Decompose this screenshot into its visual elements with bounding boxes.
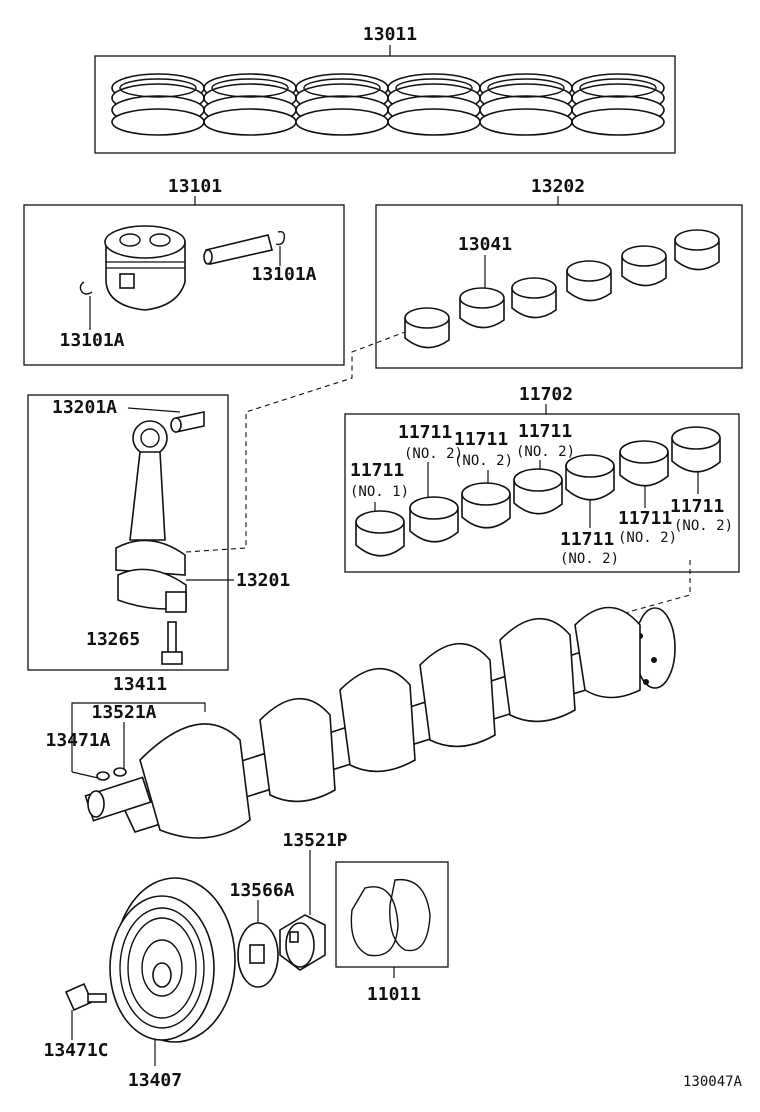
main-bearing-1[interactable]	[355, 510, 405, 557]
label-mb3[interactable]: 11711	[454, 429, 508, 450]
piston[interactable]	[104, 225, 186, 311]
main-bearing-7[interactable]	[671, 426, 721, 473]
label-mb5-sub: (NO. 2)	[560, 551, 619, 567]
main-bearing-5[interactable]	[565, 454, 615, 501]
label-mb6-sub: (NO. 2)	[618, 530, 677, 546]
label-13201A[interactable]: 13201A	[52, 397, 117, 418]
connecting-rod-group: 13201A 13201 13265	[27, 331, 406, 671]
label-13041[interactable]: 13041	[458, 234, 512, 255]
label-13201[interactable]: 13201	[236, 570, 290, 591]
piston-group: 13101 13101A 13101A	[23, 176, 345, 366]
label-mb5[interactable]: 11711	[560, 529, 614, 550]
pulley-bolt[interactable]	[64, 982, 107, 1012]
rod-bearing-1[interactable]	[404, 307, 450, 349]
label-mb6[interactable]: 11711	[618, 508, 672, 529]
label-13011[interactable]: 13011	[363, 24, 417, 45]
label-mb4-sub: (NO. 2)	[516, 444, 575, 460]
label-13521P[interactable]: 13521P	[282, 830, 347, 851]
main-bearing-set-group: 11702 11711 (NO. 1) 11711 (NO. 2) 11711 …	[344, 384, 740, 630]
label-13566A[interactable]: 13566A	[229, 880, 294, 901]
main-bearings	[355, 426, 721, 557]
piston-ring-5[interactable]	[479, 73, 573, 136]
rod-bearing-6[interactable]	[674, 229, 720, 271]
label-mb3-sub: (NO. 2)	[454, 453, 513, 469]
thrust-washer-box	[335, 861, 449, 968]
label-13101A-right[interactable]: 13101A	[251, 264, 316, 285]
crank-washer[interactable]	[237, 922, 279, 988]
piston-ring-set-group: 13011	[94, 24, 676, 154]
piston-ring-set-box	[94, 55, 676, 154]
label-13101[interactable]: 13101	[168, 176, 222, 197]
pin-part[interactable]	[96, 771, 110, 781]
crank-pulley[interactable]	[109, 877, 236, 1043]
main-bearing-3[interactable]	[461, 482, 511, 529]
key-part[interactable]	[113, 767, 127, 777]
label-mb2-sub: (NO. 2)	[404, 446, 463, 462]
label-mb2[interactable]: 11711	[398, 422, 452, 443]
rod-bearing-set-box	[375, 204, 743, 369]
rod-bearing-2[interactable]	[459, 287, 505, 329]
crank-group-labels: 13411 13521A 13471A	[45, 674, 206, 781]
label-mb1-sub: (NO. 1)	[350, 484, 409, 500]
rod-bearing-set-group: 13202 13041	[375, 176, 743, 369]
connecting-rod-box	[27, 394, 229, 671]
front-parts-group: 13521P 13566A 11011	[229, 830, 449, 1005]
dashed-leader-rod	[185, 331, 406, 553]
piston-ring-2[interactable]	[203, 73, 297, 136]
rod-bearing-4[interactable]	[566, 260, 612, 302]
rod-bearing-3[interactable]	[511, 277, 557, 319]
pulley-group: 13471C 13407	[43, 877, 236, 1091]
label-13521A[interactable]: 13521A	[91, 702, 156, 723]
rod-bearings	[404, 229, 720, 349]
thrust-washers[interactable]	[350, 878, 431, 957]
piston-rings	[111, 73, 665, 136]
rod-bush[interactable]	[170, 411, 205, 433]
piston-box	[23, 204, 345, 366]
crank-sprocket[interactable]	[279, 914, 326, 971]
label-11702[interactable]: 11702	[519, 384, 573, 405]
label-mb7-sub: (NO. 2)	[674, 518, 733, 534]
piston-pin[interactable]	[203, 234, 273, 265]
rod-bearing-5[interactable]	[621, 245, 667, 287]
main-bearing-6[interactable]	[619, 440, 669, 487]
label-11011[interactable]: 11011	[367, 984, 421, 1005]
rod-bolt[interactable]	[161, 621, 183, 665]
label-13471C[interactable]: 13471C	[43, 1040, 108, 1061]
crankshaft[interactable]	[84, 606, 676, 839]
label-13202[interactable]: 13202	[531, 176, 585, 197]
label-13101A-left[interactable]: 13101A	[59, 330, 124, 351]
piston-ring-4[interactable]	[387, 73, 481, 136]
piston-ring-1[interactable]	[111, 73, 205, 136]
main-bearing-2[interactable]	[409, 496, 459, 543]
main-bearing-set-box	[344, 413, 740, 573]
rod-cap[interactable]	[117, 568, 187, 613]
main-bearing-4[interactable]	[513, 468, 563, 515]
piston-ring-6[interactable]	[571, 73, 665, 136]
snap-ring-left[interactable]	[79, 281, 93, 295]
snap-ring-right[interactable]	[275, 230, 286, 246]
label-13265[interactable]: 13265	[86, 629, 140, 650]
piston-ring-3[interactable]	[295, 73, 389, 136]
label-13411[interactable]: 13411	[113, 674, 167, 695]
drawing-id: 130047A	[683, 1074, 743, 1090]
label-mb1[interactable]: 11711	[350, 460, 404, 481]
label-13471A[interactable]: 13471A	[45, 730, 110, 751]
label-13407[interactable]: 13407	[128, 1070, 182, 1091]
connecting-rod[interactable]	[115, 420, 186, 576]
label-mb4[interactable]: 11711	[518, 421, 572, 442]
label-mb7[interactable]: 11711	[670, 496, 724, 517]
